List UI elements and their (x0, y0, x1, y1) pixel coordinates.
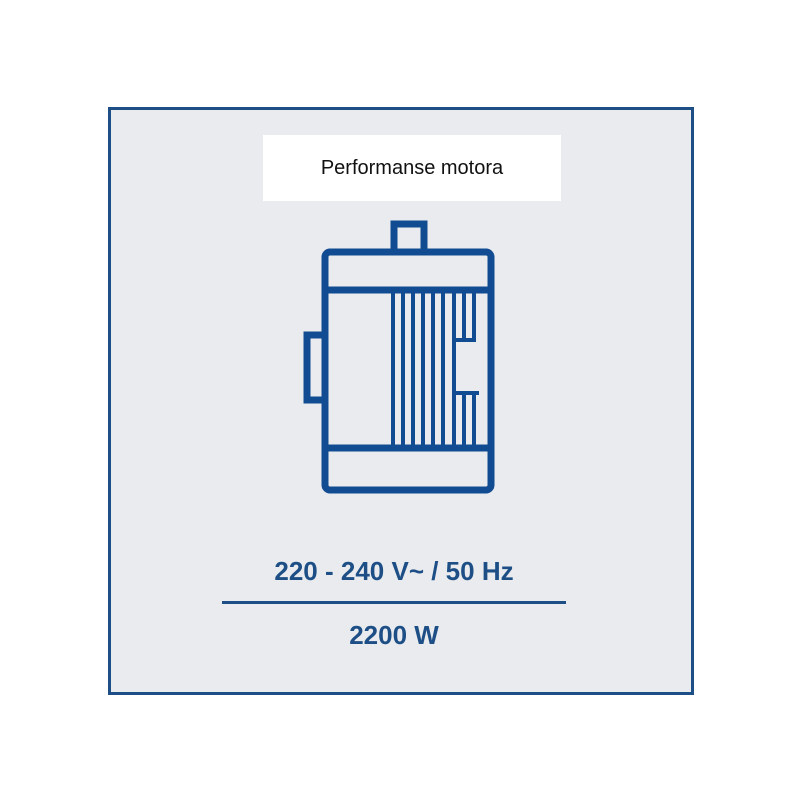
power-spec: 2200 W (349, 620, 439, 650)
panel-title-text: Performanse motora (320, 156, 504, 179)
motor-side-mount (303, 331, 329, 404)
voltage-spec: 220 - 240 V~ / 50 Hz (274, 556, 514, 586)
panel-title: Performanse motora (263, 135, 561, 201)
motor-cooling-fins (391, 290, 479, 448)
motor-terminal-box (390, 220, 428, 256)
divider (222, 601, 566, 604)
